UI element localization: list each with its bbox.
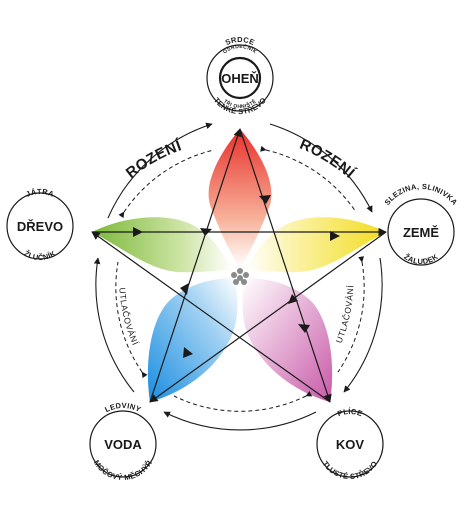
generating-label-right: ROZENÍ (297, 136, 358, 182)
organ-top-water: LEDVINY (103, 401, 142, 414)
dashed-arc-top-left (118, 149, 215, 219)
control-arrow-earth-water (149, 231, 387, 403)
arrow-mid-4 (133, 227, 143, 237)
arrow-mid-1 (259, 195, 271, 204)
generating-label-left: ROZENÍ (123, 137, 184, 182)
star-mid-arrows (133, 195, 340, 358)
gen-arc-wood-fire (107, 122, 213, 219)
element-name-earth: ZEMĚ (403, 225, 439, 240)
arrow-mid-3 (180, 283, 189, 295)
petal-earth (246, 217, 386, 273)
element-node-fire: OHEŇ SRDCE OSRDEČNÍK TŘI OHNIŠTĚ TENKÉ S… (206, 35, 274, 116)
dashed-arc-right (337, 256, 365, 373)
arrow-mid-2 (298, 324, 310, 333)
element-node-wood: DŘEVO JÁTRA ŽLUČNÍK (6, 187, 74, 262)
organ-top-wood: JÁTRA (24, 187, 55, 199)
petal-wood (92, 217, 232, 273)
organ-bottom-wood: ŽLUČNÍK (23, 249, 58, 262)
arrow-mid-7 (183, 347, 193, 358)
controlling-label-right: UTLAČOVÁNÍ (334, 285, 356, 345)
petal-metal (242, 278, 333, 402)
element-name-metal: KOV (336, 437, 365, 452)
element-name-fire: OHEŇ (221, 71, 259, 86)
controlling-label-left: UTLAČOVÁNÍ (117, 287, 140, 347)
generating-cycle (93, 122, 383, 431)
gen-arc-fire-earth (269, 123, 373, 213)
gen-arc-water-wood (93, 257, 135, 393)
arrow-mid-5 (330, 231, 340, 241)
control-arrow-fire-metal (239, 128, 332, 403)
dashed-arc-bottom (173, 390, 313, 412)
arrow-mid-6 (288, 294, 298, 304)
dashed-arc-left (115, 261, 148, 379)
inner-dashed-arcs (115, 145, 365, 412)
petal-water (147, 278, 238, 402)
control-arrow-metal-wood (91, 231, 331, 403)
gen-arc-earth-metal (343, 257, 383, 393)
gen-arc-metal-water (163, 411, 317, 431)
element-name-water: VODA (104, 437, 142, 452)
element-node-metal: KOV PLÍCE TLUSTÉ STŘEVO (316, 407, 384, 481)
element-node-water: VODA LEDVINY MOČOVÝ MĚCHÝŘ (89, 401, 157, 482)
petal-fire (208, 129, 272, 268)
element-name-wood: DŘEVO (17, 219, 63, 234)
organ-bottom-earth: ŽALUDEK (402, 252, 440, 266)
organ-top-fire: SRDCE (224, 35, 256, 47)
dashed-arc-top-right (260, 145, 357, 213)
organ-top-metal: PLÍCE (336, 407, 364, 418)
controlling-star (91, 128, 387, 403)
control-arrow-water-fire (149, 128, 242, 403)
center-flower (231, 268, 249, 285)
element-node-earth: ZEMĚ SLEZINA, SLINIVKA ŽALUDEK (383, 182, 460, 266)
arrow-mid-8 (200, 228, 212, 236)
